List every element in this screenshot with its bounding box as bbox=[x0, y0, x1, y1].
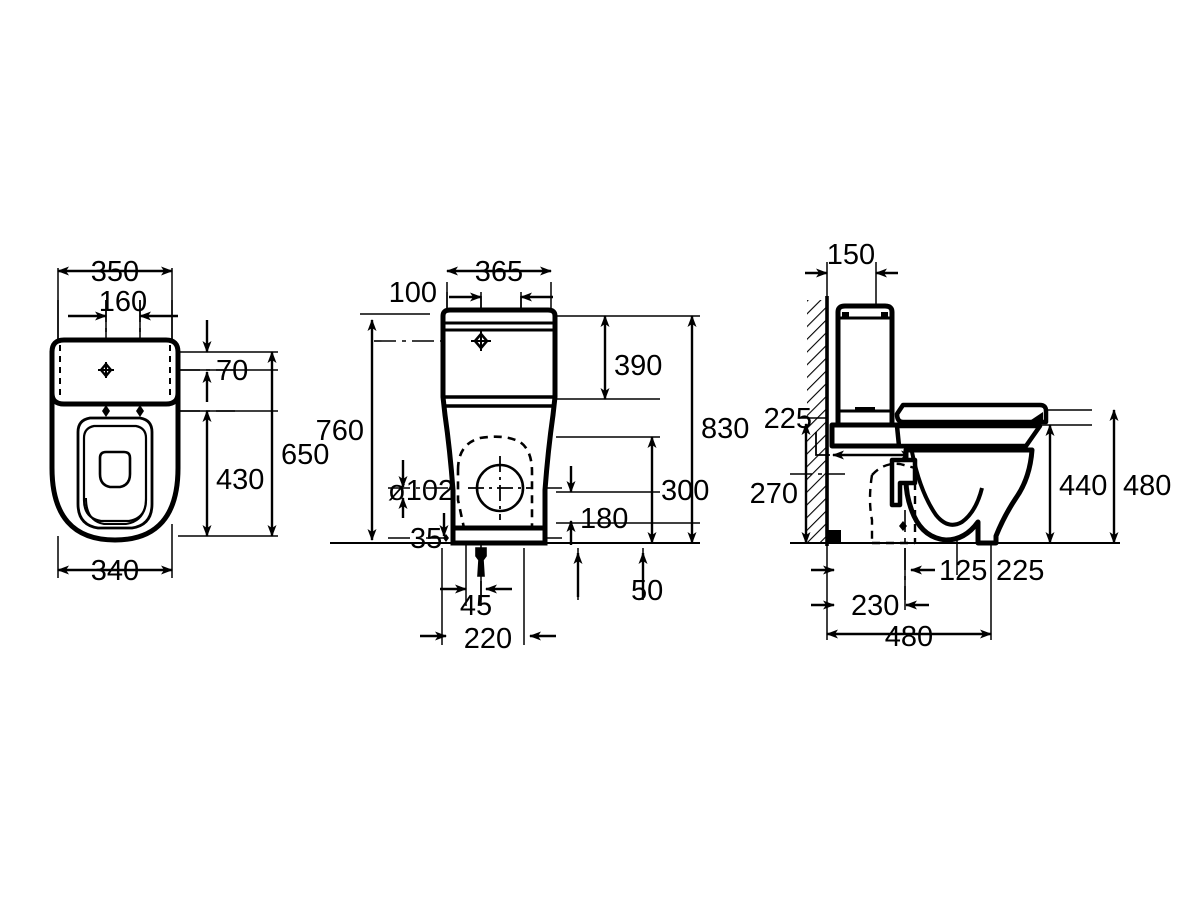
plan-flush-outlet bbox=[98, 450, 132, 489]
front-dim-35-label: 35 bbox=[410, 523, 442, 555]
side-dim-125-label: 125 bbox=[939, 555, 987, 587]
side-dim-125: 125 bbox=[910, 555, 987, 587]
front-dim-45-label: 45 bbox=[460, 590, 492, 622]
front-cistern-lid-lines bbox=[443, 321, 555, 332]
side-dim-480h-label: 480 bbox=[885, 621, 933, 653]
side-outlet-centre-mark bbox=[899, 521, 907, 531]
front-outlet-pipe bbox=[475, 547, 487, 577]
front-dim-180: 180 bbox=[566, 466, 628, 545]
front-dim-390-label: 390 bbox=[614, 350, 662, 382]
front-dim-365: 365 bbox=[446, 256, 552, 288]
plan-dim-340: 340 bbox=[57, 555, 173, 587]
plan-dim-350: 350 bbox=[57, 256, 173, 288]
front-dim-760-label: 760 bbox=[316, 415, 364, 447]
side-dim-480-vertical: 480 bbox=[1109, 409, 1171, 544]
side-dim-230: 230 bbox=[811, 590, 929, 622]
front-dim-300-label: 300 bbox=[661, 475, 709, 507]
wall-hatching bbox=[807, 300, 827, 543]
side-seat-ring bbox=[894, 423, 1043, 449]
front-cistern-inlet-marker bbox=[471, 331, 491, 351]
side-dim-225b: 225 bbox=[996, 555, 1044, 587]
side-bowl-outline bbox=[903, 447, 1035, 546]
front-dim-760: 760 bbox=[316, 319, 377, 541]
side-dim-440: 440 bbox=[1045, 424, 1107, 544]
plan-dim-70-label: 70 bbox=[216, 355, 248, 387]
front-dim-102: ø102 bbox=[388, 460, 454, 518]
front-dim-830: 830 bbox=[687, 315, 749, 544]
side-dim-480v-label: 480 bbox=[1123, 470, 1171, 502]
front-cistern-base-lines bbox=[444, 395, 554, 408]
side-skirting bbox=[827, 530, 841, 543]
side-dim-440-label: 440 bbox=[1059, 470, 1107, 502]
front-body-outline bbox=[440, 307, 558, 543]
front-dim-300: 300 bbox=[647, 436, 709, 544]
side-dim-270: 270 bbox=[750, 423, 811, 544]
side-elevation-view: 150 225 270 440 480 125 225 bbox=[750, 239, 1172, 653]
front-dim-390: 390 bbox=[600, 315, 662, 400]
side-bowl-inner-contour bbox=[910, 451, 984, 527]
side-dim-270-label: 270 bbox=[750, 478, 798, 510]
front-dim-45: 45 bbox=[440, 584, 512, 622]
side-hidden-outlet bbox=[868, 462, 917, 545]
front-dim-100: 100 bbox=[389, 277, 553, 309]
plan-cistern-outline bbox=[49, 337, 181, 407]
front-pedestal-base bbox=[450, 525, 548, 546]
front-dim-100-label: 100 bbox=[389, 277, 437, 309]
front-hidden-bowl bbox=[456, 435, 534, 530]
plan-cistern-hidden-lines bbox=[59, 345, 171, 400]
side-seat-lid bbox=[894, 402, 1049, 425]
plan-dim-650: 650 bbox=[267, 351, 329, 537]
plan-dim-160: 160 bbox=[68, 286, 178, 321]
plan-dim-160-label: 160 bbox=[99, 286, 147, 318]
plan-seat-ring-outer bbox=[76, 416, 154, 530]
side-dim-225b-label: 225 bbox=[996, 555, 1044, 587]
plan-dim-340-label: 340 bbox=[91, 555, 139, 587]
side-dim-230-label: 230 bbox=[851, 590, 899, 622]
front-dim-220-label: 220 bbox=[464, 623, 512, 655]
side-dim-480-horizontal: 480 bbox=[826, 621, 992, 653]
side-cistern-outline bbox=[835, 303, 895, 428]
plan-dim-350-label: 350 bbox=[91, 256, 139, 288]
plan-dim-70: 70 bbox=[202, 320, 248, 402]
front-dim-50-label: 50 bbox=[631, 575, 663, 607]
plan-seat-ring-lower-edge bbox=[85, 497, 147, 525]
front-dim-180-label: 180 bbox=[580, 503, 628, 535]
plan-view: 350 160 70 430 650 340 bbox=[49, 256, 329, 587]
plan-fixing-holes bbox=[98, 362, 144, 417]
front-dim-102-label: ø102 bbox=[388, 475, 454, 507]
side-dim-225-label: 225 bbox=[764, 403, 812, 435]
plan-dim-650-label: 650 bbox=[281, 439, 329, 471]
side-dim-150-label: 150 bbox=[827, 239, 875, 271]
side-seat-hinge-nib bbox=[1031, 412, 1043, 422]
front-fixing-dot bbox=[443, 534, 449, 542]
side-cistern-lid-detail bbox=[840, 312, 890, 413]
side-trap-throat bbox=[889, 457, 918, 508]
plan-dim-430-label: 430 bbox=[216, 464, 264, 496]
front-dim-365-label: 365 bbox=[475, 256, 523, 288]
front-elevation-view: 365 100 390 830 760 300 bbox=[316, 256, 750, 655]
front-dim-50: 50 bbox=[573, 552, 663, 607]
plan-dim-430: 430 bbox=[202, 410, 264, 537]
front-dim-830-label: 830 bbox=[701, 413, 749, 445]
front-outlet-crosshair bbox=[468, 456, 532, 520]
front-dim-220: 220 bbox=[420, 623, 556, 655]
side-dim-150: 150 bbox=[805, 239, 898, 278]
front-dim-35: 35 bbox=[410, 513, 449, 555]
